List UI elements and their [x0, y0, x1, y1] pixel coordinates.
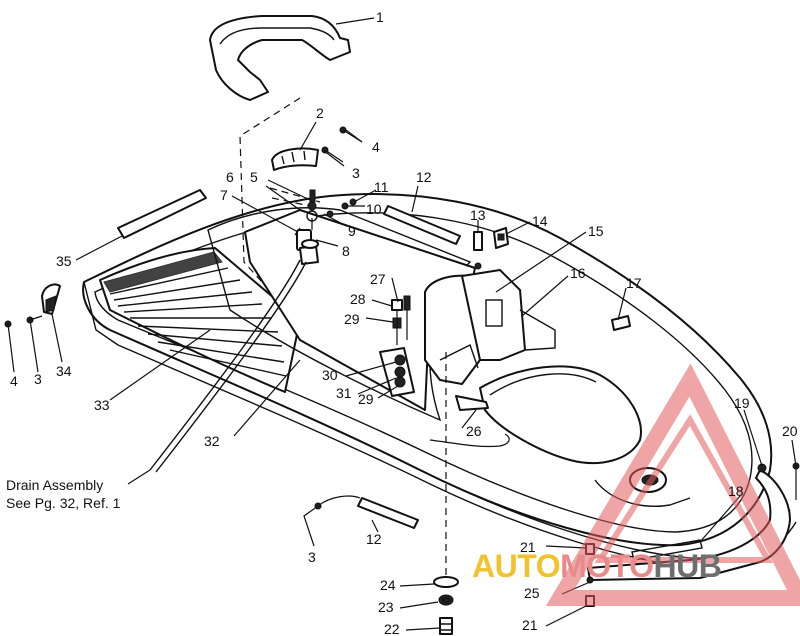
trim-strips — [117, 189, 631, 529]
callout-3-left: 3 — [34, 371, 42, 387]
callout-29-upper: 29 — [344, 311, 360, 327]
callout-1: 1 — [376, 9, 384, 25]
callout-12-top: 12 — [416, 169, 432, 185]
vent-assembly — [269, 187, 357, 265]
assembly-line-handle — [239, 97, 301, 283]
console-pod — [424, 269, 556, 385]
callout-34: 34 — [56, 363, 72, 379]
callout-33: 33 — [94, 397, 110, 413]
callout-18: 18 — [728, 483, 744, 499]
callout-numbers: 1 2 3 4 5 6 7 8 9 10 11 12 13 14 15 16 1… — [10, 9, 798, 636]
callout-24: 24 — [380, 577, 396, 593]
watermark-text: AUTOMOTOHUB — [472, 548, 722, 585]
callout-15: 15 — [588, 223, 604, 239]
pad-fasteners — [321, 126, 363, 163]
vent-hose — [149, 259, 307, 473]
callout-32: 32 — [204, 433, 220, 449]
drain-stack — [433, 352, 459, 635]
callout-25: 25 — [524, 585, 540, 601]
callout-26: 26 — [466, 423, 482, 439]
note-line-2: See Pg. 32, Ref. 1 — [6, 495, 121, 511]
callout-20: 20 — [782, 423, 798, 439]
callout-3-bottom: 3 — [308, 549, 316, 565]
callout-4: 4 — [372, 139, 380, 155]
rod-26-lead — [429, 433, 510, 448]
callout-21-upper: 21 — [520, 539, 536, 555]
grab-handle — [209, 15, 351, 101]
traction-mat — [99, 247, 301, 393]
rod-26 — [455, 395, 489, 411]
fastener-3-lower — [303, 495, 361, 547]
callout-13: 13 — [470, 207, 486, 223]
mount-bracket — [379, 295, 415, 397]
callout-31: 31 — [336, 385, 352, 401]
callout-11: 11 — [374, 179, 389, 195]
callout-2: 2 — [316, 105, 324, 121]
watermark-part-2: MOTO — [560, 548, 654, 584]
note-line-1: Drain Assembly — [6, 477, 104, 493]
side-bracket — [4, 283, 63, 373]
callout-28: 28 — [350, 291, 366, 307]
latch-parts — [473, 227, 509, 270]
callout-17: 17 — [626, 275, 642, 291]
leader-lines — [75, 17, 797, 631]
callout-12-bottom: 12 — [366, 531, 382, 547]
callout-19: 19 — [734, 395, 750, 411]
callout-16: 16 — [570, 265, 586, 281]
callout-30: 30 — [322, 367, 338, 383]
watermark-part-1: AUTO — [472, 548, 561, 584]
callout-22: 22 — [384, 621, 400, 636]
callout-27: 27 — [370, 271, 386, 287]
callout-4-left: 4 — [10, 373, 18, 389]
callout-5: 5 — [250, 169, 258, 185]
drain-assembly-note: Drain Assembly See Pg. 32, Ref. 1 — [6, 476, 120, 512]
callout-35: 35 — [56, 253, 72, 269]
callout-8: 8 — [342, 243, 350, 259]
callout-3: 3 — [352, 165, 360, 181]
callout-21-lower: 21 — [522, 617, 538, 633]
callout-9: 9 — [348, 223, 356, 239]
callout-10: 10 — [366, 201, 382, 217]
callout-29-lower: 29 — [358, 391, 374, 407]
handle-pad — [271, 147, 319, 171]
callout-23: 23 — [378, 599, 394, 615]
callout-14: 14 — [532, 213, 548, 229]
watermark-logo-triangle — [545, 363, 800, 606]
callout-6: 6 — [226, 169, 234, 185]
callout-7: 7 — [220, 187, 228, 203]
watermark-part-3: HUB — [653, 548, 722, 584]
